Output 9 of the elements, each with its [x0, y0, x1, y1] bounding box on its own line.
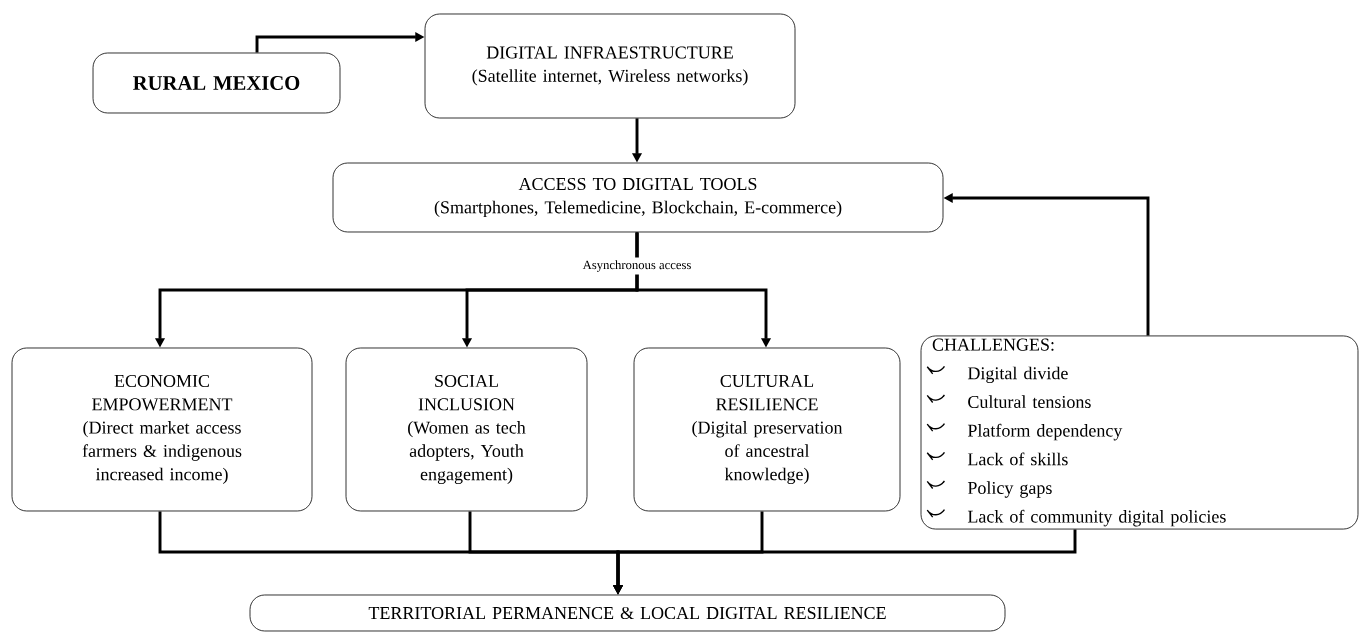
process-box: SOCIAL INCLUSION (Women as tech adopters, Youth engagement) [345, 347, 588, 512]
challenges-box: CHALLENGES: Digital divide Cultural tensions Platform dependency Lack of skills Policy gaps Lack of community digital policies [920, 335, 1359, 530]
process-box: RURAL MEXICO [92, 52, 341, 114]
process-box: CULTURAL RESILIENCE (Digital preservation of ancestral knowledge) [633, 347, 901, 512]
process-box: DIGITAL INFRAESTRUCTURE (Satellite internet, Wireless networks) [424, 13, 796, 119]
process-box: ACCESS TO DIGITAL TOOLS (Smartphones, Telemedicine, Blockchain, E-commerce) [332, 162, 944, 233]
process-box: TERRITORIAL PERMANENCE & LOCAL DIGITAL RESILIENCE [249, 594, 1006, 632]
edge-label: Asynchronous access [580, 257, 694, 275]
process-box: ECONOMIC EMPOWERMENT (Direct market access farmers & indigenous increased income) [11, 347, 313, 512]
